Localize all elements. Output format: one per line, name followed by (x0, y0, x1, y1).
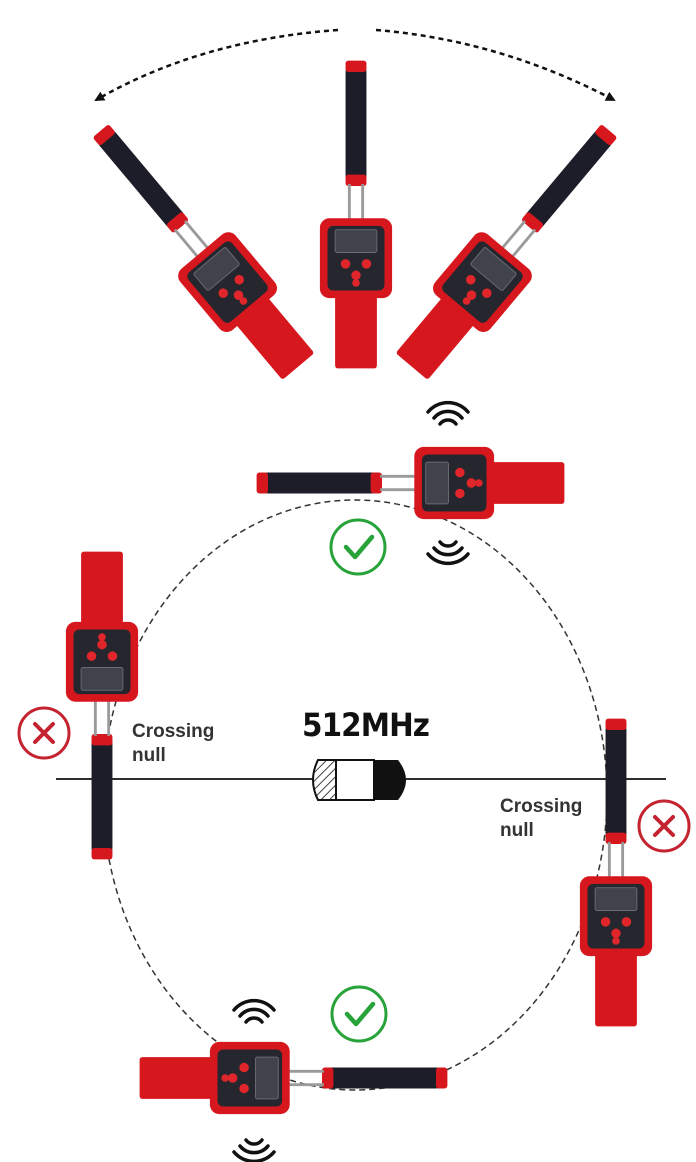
label-line: null (132, 745, 166, 766)
x-mark-icon (637, 799, 691, 853)
swing-arc-left (94, 28, 339, 102)
crossing-null-label-right: Crossing null (500, 795, 582, 843)
locator-device-top-center (318, 59, 394, 370)
label-line: Crossing (500, 796, 583, 817)
locator-device-orbit-right (578, 717, 654, 1028)
locator-device-top-right (382, 106, 639, 392)
swing-arc-right (375, 28, 616, 102)
signal-waves-icon (232, 1138, 276, 1162)
locator-device-orbit-bottom (138, 1040, 449, 1116)
sonde-transmitter (312, 759, 406, 801)
label-line: null (500, 820, 534, 841)
crossing-null-label-left: Crossing null (132, 720, 214, 768)
check-mark-icon (330, 985, 388, 1043)
locator-device-orbit-top (255, 445, 566, 521)
locator-device-top-left (71, 106, 328, 392)
check-mark-icon (329, 518, 387, 576)
x-mark-icon (17, 706, 71, 760)
label-line: Crossing (132, 721, 215, 742)
locator-device-orbit-left (64, 550, 140, 861)
signal-waves-icon (426, 540, 470, 566)
signal-waves-icon (232, 998, 276, 1024)
frequency-label: 512MHz (302, 706, 430, 744)
signal-waves-icon (426, 400, 470, 426)
